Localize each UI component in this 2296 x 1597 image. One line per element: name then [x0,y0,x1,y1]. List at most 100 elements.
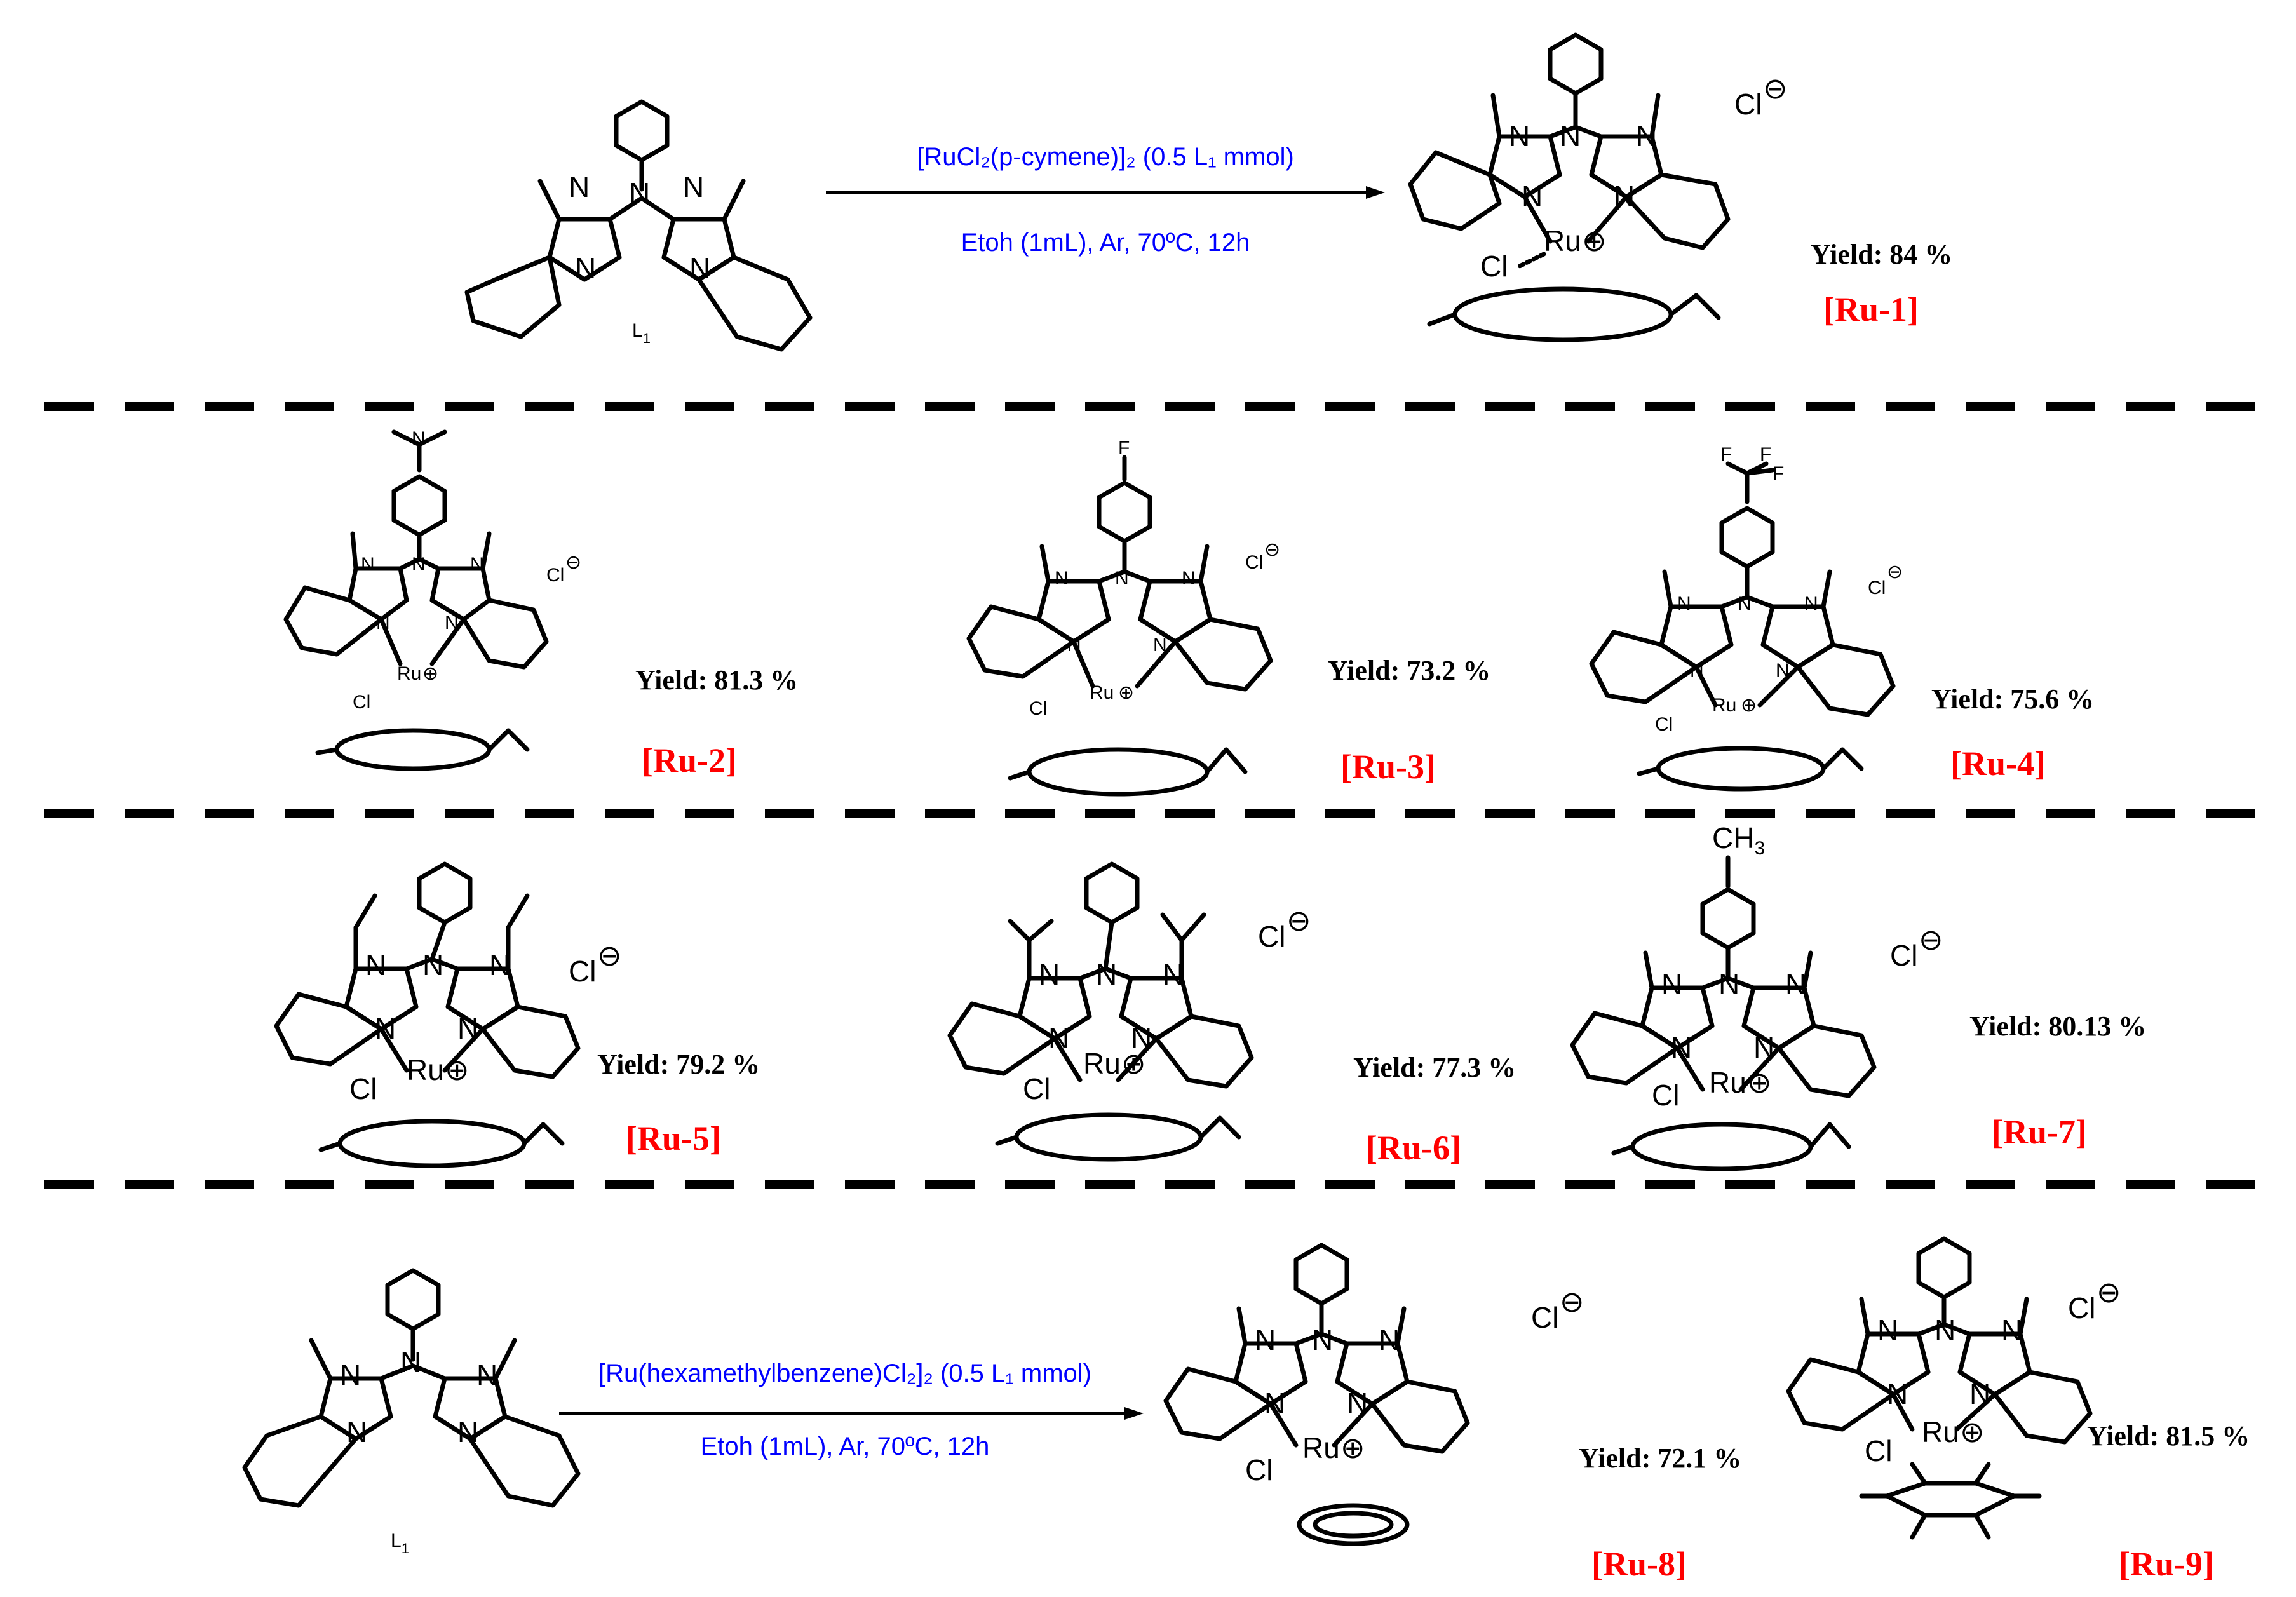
charge-plus: ⊕ [1118,682,1134,703]
atom-Ru: Ru [1544,224,1581,257]
counterion-Cl: Cl [1734,88,1762,121]
label-Ru-5: [Ru-5] [626,1119,721,1157]
atom-N: N [470,554,484,575]
atom-N: N [412,554,426,575]
product-Ru-1: N N N N N Ru ⊕ Cl Cl ⊖ [1408,32,1788,342]
atom-N: N [1776,660,1790,681]
label-Ru-6: [Ru-6] [1366,1129,1461,1167]
product-Ru-8: N N N N N Ru ⊕ Cl Cl ⊖ [1163,1243,1584,1546]
atom-Ru: Ru [1090,682,1114,703]
reactant-L1-top: N N N N N L1 [464,99,813,352]
label-Ru-7: [Ru-7] [1992,1113,2087,1151]
atom-N: N [1804,593,1818,614]
atom-Ru: Ru [1712,695,1736,716]
atom-N: N [1115,568,1129,589]
product-Ru-4: F F F N N N N N Ru ⊕ Cl Cl ⊖ [1589,444,1903,792]
atom-N: N [346,1415,367,1448]
atom-F: F [1118,438,1130,459]
label-Ru-9: [Ru-9] [2119,1545,2214,1583]
atom-N: N [1182,568,1196,589]
counterion-Cl: Cl [1258,920,1285,953]
charge-minus: ⊖ [1560,1285,1584,1318]
product-Ru-7: CH3 N N N N N Ru ⊕ Cl Cl ⊖ [1570,821,1943,1171]
atom-Cl: Cl [1480,250,1508,283]
atom-F: F [1720,444,1732,465]
yield-Ru-6: Yield: 77.3 % [1353,1052,1516,1083]
charge-minus: ⊖ [2097,1276,2121,1309]
yield-Ru-8: Yield: 72.1 % [1579,1443,1741,1474]
atom-N: N [457,1012,478,1045]
atom-N: N [1255,1323,1276,1356]
atom-N: N [376,612,390,633]
yield-Ru-2: Yield: 81.3 % [635,664,798,696]
yield-Ru-5: Yield: 79.2 % [597,1049,760,1080]
reaction-arrow-1: [RuCl₂(p-cymene)]₂ (0.5 L₁ mmol) Etoh (1… [826,143,1385,257]
atom-Ru: Ru [1922,1415,1959,1448]
label-Ru-3: [Ru-3] [1340,748,1436,786]
methyl-CH3: CH3 [1712,821,1765,859]
reactant-L1-bottom: N N N N N L1 [242,1268,581,1556]
atom-F: F [1773,463,1784,484]
atom-N: N [1131,1021,1152,1055]
atom-N: N [476,1358,497,1391]
counterion-Cl: Cl [1531,1301,1558,1334]
atom-N: N [1048,1021,1069,1055]
counterion-Cl: Cl [2068,1291,2095,1324]
atom-N: N [1067,635,1081,656]
product-Ru-2: N N N N N N Ru ⊕ Cl Cl ⊖ [283,428,581,771]
atom-Cl: Cl [1029,698,1047,719]
atom-N: N [1935,1314,1955,1347]
product-Ru-3: F N N N N N Ru ⊕ Cl Cl ⊖ [966,438,1280,797]
atom-Ru: Ru [397,663,421,684]
yield-Ru-3: Yield: 73.2 % [1328,655,1490,686]
charge-plus: ⊕ [445,1053,469,1086]
atom-Ru: Ru [1302,1431,1340,1464]
atom-N: N [489,948,510,981]
charge-minus: ⊖ [1264,539,1280,560]
atom-N: N [1753,1031,1774,1064]
atom-N: N [1690,660,1704,681]
atom-N: N [340,1358,361,1391]
atom-N: N [1096,958,1117,991]
atom-N: N [1312,1323,1333,1356]
atom-N: N [1039,958,1060,991]
conditions-text: Etoh (1mL), Ar, 70ºC, 12h [961,229,1250,257]
atom-N: N [1887,1377,1908,1410]
atom-N: N [2001,1314,2022,1347]
atom-Cl: Cl [353,692,370,713]
atom-N: N [1719,967,1739,1001]
atom-N: N [457,1415,478,1448]
atom-N: N [1785,967,1806,1001]
reagent-text: [Ru(hexamethylbenzene)Cl₂]₂ (0.5 L₁ mmol… [598,1359,1091,1387]
atom-Cl: Cl [1652,1079,1679,1112]
atom-N: N [569,170,590,203]
atom-Cl: Cl [1655,714,1673,735]
counterion-Cl: Cl [1868,577,1886,598]
charge-minus: ⊖ [565,552,581,573]
atom-Ru: Ru [407,1053,444,1086]
charge-plus: ⊕ [422,663,438,684]
atom-N: N [445,612,459,633]
charge-plus: ⊕ [1747,1066,1772,1099]
atom-Cl: Cl [1865,1434,1892,1467]
atom-N: N [1264,1387,1285,1420]
charge-minus: ⊖ [597,939,622,972]
atom-N: N [1522,180,1543,213]
charge-plus: ⊕ [1582,224,1607,257]
atom-Cl: Cl [1245,1453,1273,1486]
charge-minus: ⊖ [1919,923,1943,956]
atom-N: N [365,948,386,981]
atom-N: N [1614,180,1635,213]
charge-minus: ⊖ [1763,72,1788,105]
atom-N: N [1560,119,1581,152]
atom-N: N [400,1345,421,1378]
charge-minus: ⊖ [1286,904,1311,937]
atom-N: N [375,1012,396,1045]
charge-minus: ⊖ [1887,562,1903,583]
conditions-text: Etoh (1mL), Ar, 70ºC, 12h [701,1432,990,1460]
charge-plus: ⊕ [1121,1047,1146,1080]
reagent-text: [RuCl₂(p-cymene)]₂ (0.5 L₁ mmol) [917,143,1294,171]
product-Ru-5: N N N N N Ru ⊕ Cl Cl ⊖ [274,861,622,1168]
atom-N: N [1677,593,1691,614]
